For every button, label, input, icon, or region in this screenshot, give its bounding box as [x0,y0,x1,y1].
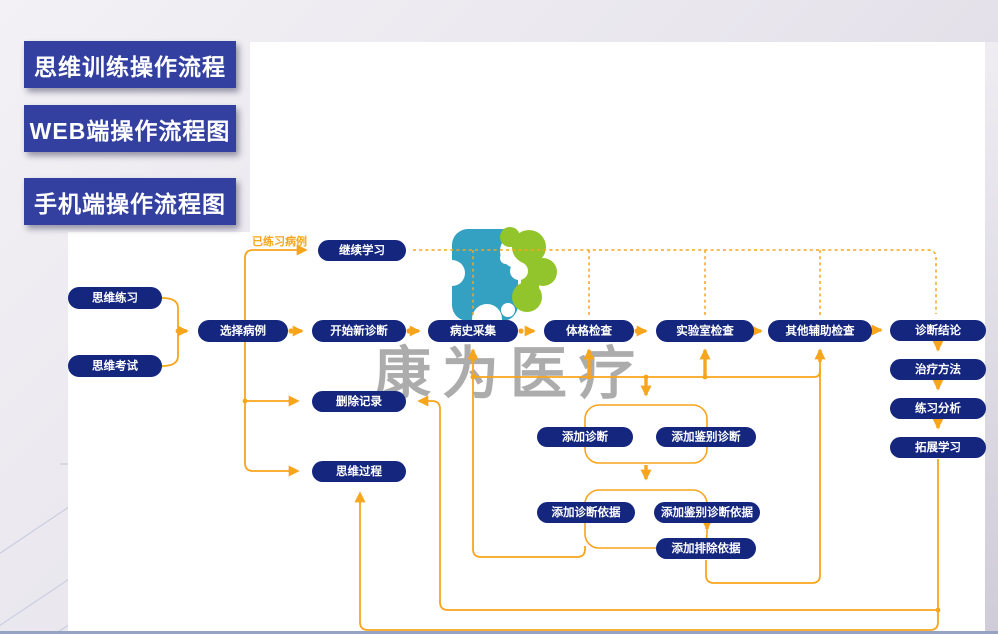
flow-node-tianjia-zhenduan: 添加诊断 [537,427,633,447]
svg-text:继续学习: 继续学习 [339,243,385,257]
svg-text:诊断结论: 诊断结论 [915,323,961,337]
flow-node-siwei-kaoshi: 思维考试 [68,355,162,377]
svg-text:练习分析: 练习分析 [915,401,961,415]
svg-text:开始新诊断: 开始新诊断 [330,324,388,338]
flow-node-jixu-xuexi: 继续学习 [318,240,406,261]
flow-node-xuanze-bingli: 选择病例 [198,320,288,342]
flow-node-qita-fuzhu-jiancha: 其他辅助检查 [768,320,872,342]
flow-node-siwei-lianxi: 思维练习 [68,287,162,309]
svg-text:添加诊断依据: 添加诊断依据 [552,505,621,519]
banner-thinking-training-flow[interactable]: 思维训练操作流程 [24,41,236,88]
flow-node-bingshi-caiji: 病史采集 [428,320,518,342]
svg-text:添加诊断: 添加诊断 [562,430,608,444]
svg-text:思维过程: 思维过程 [336,464,382,478]
svg-text:删除记录: 删除记录 [336,394,382,408]
svg-text:拓展学习: 拓展学习 [915,440,961,454]
banner-web-flowchart[interactable]: WEB端操作流程图 [24,105,236,152]
flow-node-siwei-guocheng: 思维过程 [312,461,406,482]
flow-connectors [161,244,944,631]
right-margin [985,42,998,631]
svg-text:添加鉴别诊断: 添加鉴别诊断 [672,430,741,444]
flow-node-tuozhan-xuexi: 拓展学习 [890,437,986,458]
edge-label-practiced-cases: 已练习病例 [252,234,307,248]
banner-mobile-flowchart[interactable]: 手机端操作流程图 [24,178,236,225]
flow-node-kaishi-xin-zhenduan: 开始新诊断 [312,320,406,342]
svg-text:治疗方法: 治疗方法 [915,362,961,376]
watermark-text: 康为医疗 [374,342,646,406]
flow-node-tianjia-zhenduan-yiju: 添加诊断依据 [537,502,635,523]
flow-node-tige-jiancha: 体格检查 [544,320,634,342]
svg-text:添加排除依据: 添加排除依据 [672,541,741,555]
svg-text:病史采集: 病史采集 [450,324,496,338]
svg-text:体格检查: 体格检查 [566,324,612,338]
flow-node-tianjia-jianbie-zhenduan-yiju: 添加鉴别诊断依据 [654,502,760,523]
kangwei-logo [439,227,557,334]
svg-text:实验室检查: 实验室检查 [676,324,734,338]
flow-node-shiyanshi-jiancha: 实验室检查 [656,320,754,342]
flow-node-zhenduan-jielun: 诊断结论 [890,320,986,341]
flow-node-zhiliao-fangfa: 治疗方法 [890,359,986,380]
svg-text:其他辅助检查: 其他辅助检查 [786,324,855,338]
flow-node-tianjia-paichu-yiju: 添加排除依据 [656,538,756,559]
bottom-edge [0,631,998,634]
svg-text:思维练习: 思维练习 [92,291,138,305]
svg-text:添加鉴别诊断依据: 添加鉴别诊断依据 [661,505,753,519]
flow-node-lianxi-fenxi: 练习分析 [890,398,986,419]
svg-text:思维考试: 思维考试 [92,359,138,373]
svg-text:选择病例: 选择病例 [220,324,266,338]
flow-node-shanchu-jilu: 删除记录 [312,391,406,412]
flow-node-tianjia-jianbie-zhenduan: 添加鉴别诊断 [656,427,756,447]
